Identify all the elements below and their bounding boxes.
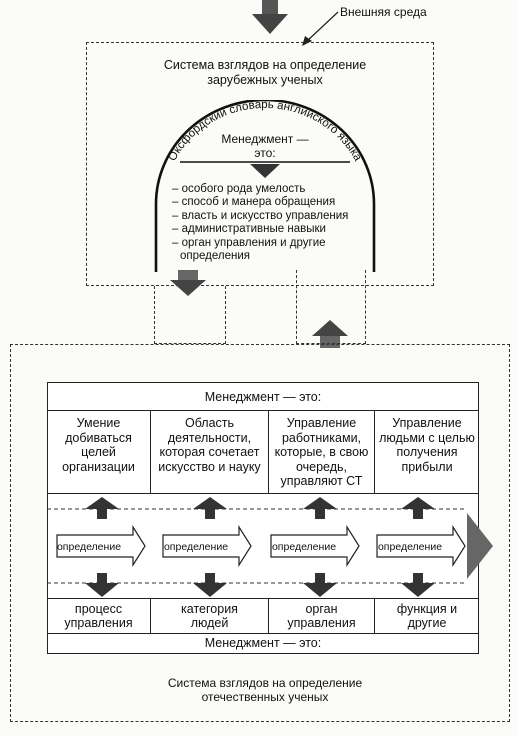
arrow-band [47, 493, 479, 599]
table-footer: Менеджмент — это: [204, 636, 322, 650]
definition-arrow-label: определение [271, 541, 337, 553]
dome-management-title: Менеджмент — это: [221, 132, 309, 160]
down-arrow-icon [250, 164, 280, 178]
definition-arrow-label: определение [56, 541, 122, 553]
right-connector [296, 270, 366, 344]
external-environment-label: Внешняя среда [340, 5, 427, 19]
footer-divider [47, 633, 479, 634]
bottom-cell: орган управления [269, 599, 375, 633]
foreign-system-title: Система взглядов на определение зарубежн… [163, 58, 367, 87]
arrow-band-art [47, 497, 493, 597]
definition-item: определения [180, 250, 250, 263]
header-divider [47, 410, 479, 411]
definition-arrow-label: определение [377, 541, 443, 553]
column-cell: Управление людьми с целью получения приб… [379, 416, 475, 474]
definition-item: – власть и искусство управления [172, 209, 349, 222]
column-cell: Область деятельности, которая сочетает и… [151, 411, 269, 493]
left-connector [154, 286, 226, 344]
connector-down-arrow-icon [170, 270, 206, 296]
bottom-cell: категория людей [151, 599, 269, 633]
bottom-cell: функция и другие [396, 602, 458, 630]
pointer-line [302, 11, 339, 46]
right-arrow-icon [467, 513, 493, 579]
domestic-system-box [10, 344, 510, 722]
foreign-system-box [86, 42, 434, 286]
definitions-list: – особого рода умелость – способ и манер… [172, 183, 348, 263]
definition-item: – административные навыки [172, 223, 326, 236]
definition-item: – способ и манера обращения [172, 196, 336, 209]
connector-up-arrow-icon [312, 320, 348, 348]
incoming-arrow-icon [252, 0, 288, 34]
table-header: Менеджмент — это: [204, 390, 322, 404]
oxford-dome: Оксфордский словарь английского языка [154, 100, 376, 272]
definition-item: – орган управления и другие [172, 236, 326, 249]
definition-arrow-label: определение [163, 541, 229, 553]
columns-row: Умение добиваться целей организации Обла… [47, 411, 479, 493]
definition-item: – особого рода умелость [172, 183, 306, 195]
bottom-cell: процесс управления [47, 599, 151, 633]
column-cell: Управление работниками, которые, в свою … [269, 411, 375, 493]
column-cell: Умение добиваться целей организации [47, 411, 151, 493]
management-table [47, 382, 479, 654]
domestic-system-title: Система взглядов на определение отечеств… [167, 676, 363, 704]
bottom-row: процесс управления категория людей орган… [47, 599, 479, 633]
